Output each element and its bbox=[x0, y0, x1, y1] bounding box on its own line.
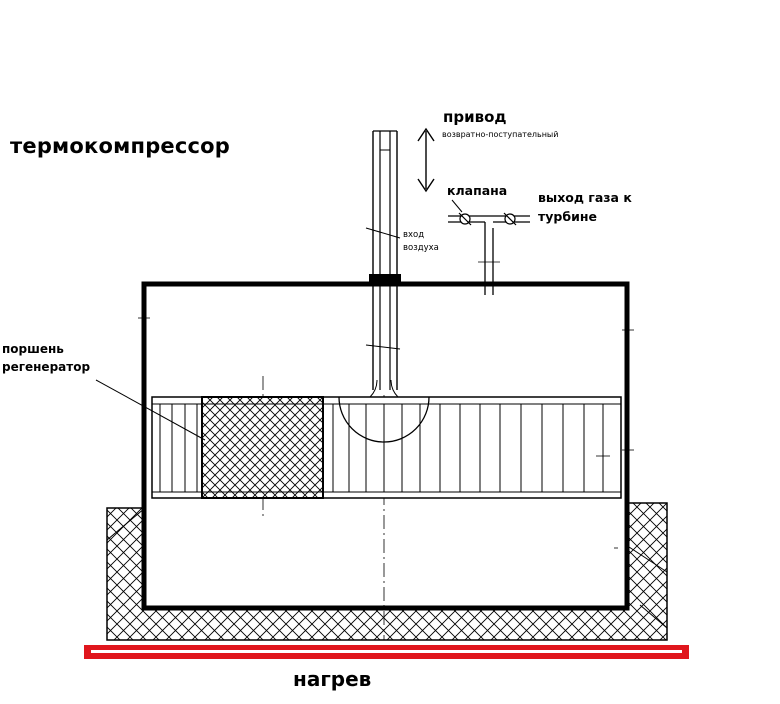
wall-ticks bbox=[138, 317, 634, 549]
valve-left bbox=[458, 212, 472, 226]
piston-label-line1: поршень bbox=[2, 342, 64, 356]
piston-regenerator bbox=[151, 379, 622, 499]
air-inlet-line2: воздуха bbox=[403, 243, 439, 253]
drive-rod bbox=[365, 130, 401, 390]
gas-outlet-line2: турбине bbox=[538, 209, 597, 224]
heater-bar bbox=[84, 645, 689, 659]
diagram-title: термокомпрессор bbox=[10, 134, 231, 158]
valves-label: клапана bbox=[447, 183, 508, 198]
drive-sub-label: возвратно-поступательный bbox=[442, 130, 559, 139]
heating-label: нагрев bbox=[293, 667, 372, 691]
piston-label-line2: регенератор bbox=[2, 360, 91, 374]
gas-outlet-line1: выход газа к bbox=[538, 190, 632, 205]
air-inlet-line1: вход bbox=[403, 230, 425, 240]
drive-label: привод bbox=[443, 108, 507, 126]
reciprocating-arrow bbox=[417, 127, 435, 193]
regenerator-mesh bbox=[201, 396, 324, 499]
gas-outlet-label: выход газа к турбине bbox=[538, 188, 632, 226]
piston-regenerator-label: поршень регенератор bbox=[2, 340, 90, 376]
air-inlet-label: вход воздуха bbox=[403, 229, 439, 255]
leader-lines bbox=[95, 199, 463, 441]
valve-right bbox=[503, 212, 517, 226]
